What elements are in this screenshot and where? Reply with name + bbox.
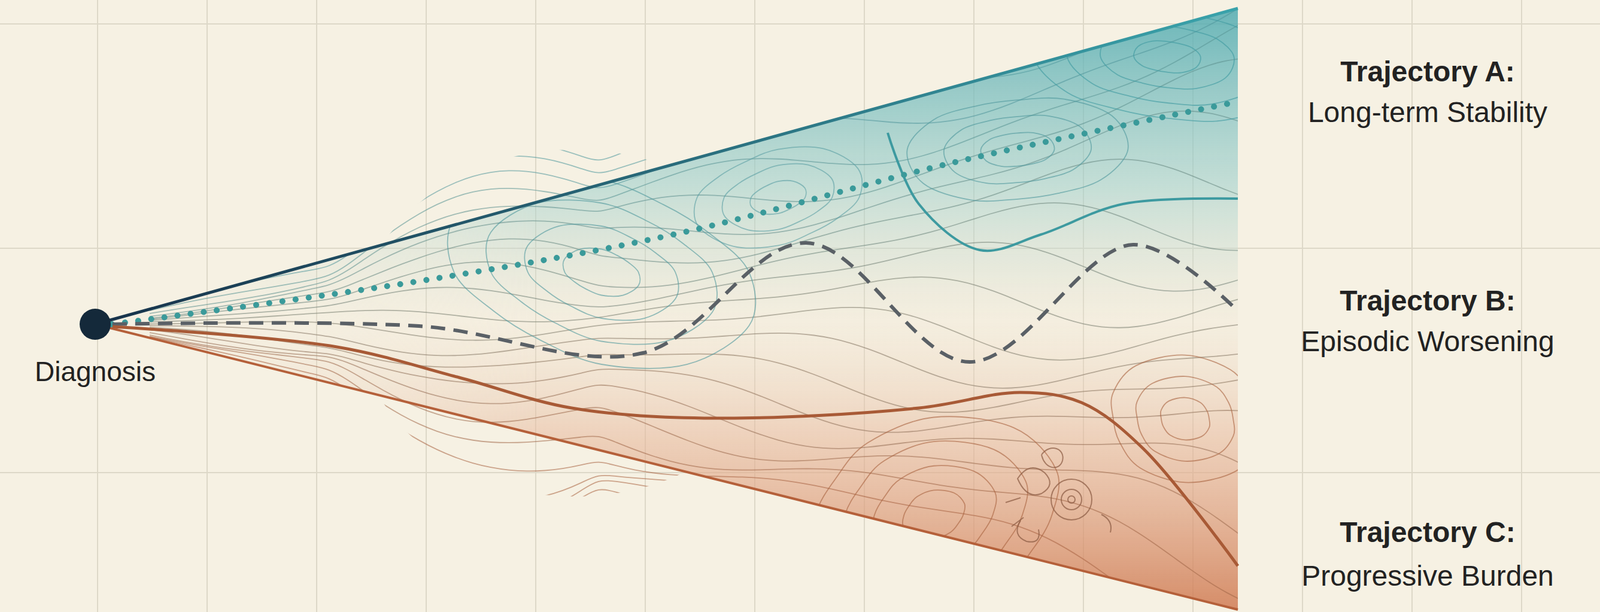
contour-line [149, 0, 1246, 303]
contour-line [149, 58, 1246, 314]
contour-line [149, 202, 1246, 320]
contour-line [149, 332, 1246, 466]
contour-line [149, 0, 1246, 305]
contour-line [149, 0, 1246, 308]
trajectory-description: Progressive Burden [1301, 559, 1554, 594]
contour-loops [447, 0, 1302, 612]
contour-line [149, 111, 1246, 318]
contour-line [149, 21, 1246, 311]
contour-loop [906, 98, 1129, 202]
trajectory-b-line [112, 243, 1238, 363]
cell-sketch [1005, 448, 1111, 543]
contour-loop [839, 441, 1028, 589]
trajectory-description: Long-term Stability [1307, 95, 1548, 130]
contour-line [149, 344, 1246, 612]
grid-line [1520, 0, 1523, 612]
contour-loop [1136, 376, 1235, 462]
contour-loop [1110, 354, 1259, 483]
contour-loop [943, 115, 1092, 185]
contour-loop [980, 132, 1055, 167]
contour-loop [524, 224, 679, 321]
contour-loop [486, 199, 718, 345]
contour-line [149, 346, 1246, 612]
trajectory-heading: Trajectory A: [1340, 54, 1516, 90]
trajectory-a-line [111, 101, 1238, 325]
contour-line [149, 0, 1246, 302]
contour-loop [563, 248, 641, 297]
start-dot [79, 308, 111, 340]
contour-loop [1033, 0, 1302, 122]
contour-loop [447, 175, 757, 369]
contour-loop [1100, 24, 1235, 90]
contour-lines [149, 0, 1246, 612]
contour-line [149, 327, 1246, 413]
contour-line [149, 159, 1246, 319]
trajectory-heading: Trajectory B: [1339, 283, 1516, 319]
contour-line [149, 242, 1246, 321]
start-dot [79, 308, 112, 341]
outcome-fan [95, 8, 1238, 610]
contour-loop [1160, 397, 1210, 440]
trajectory-description: Episodic Worsening [1300, 324, 1554, 360]
contour-loop [808, 416, 1059, 612]
trajectory-c-line [112, 326, 1238, 567]
contour-loop [902, 490, 966, 540]
trajectory-heading: Trajectory C: [1339, 515, 1516, 551]
contour-loop [694, 146, 863, 248]
contour-line [149, 336, 1246, 603]
grid-line [0, 23, 1600, 25]
lower-bound-line [95, 324, 1238, 610]
node-label: Diagnosis [34, 356, 156, 388]
upper-bound-line [95, 8, 1238, 325]
contour-loop [1133, 40, 1201, 74]
contour-loop [1066, 8, 1268, 106]
start-point: Diagnosis [34, 308, 156, 388]
grid-line [96, 0, 99, 612]
contour-line [149, 0, 1246, 306]
grid-line [1301, 0, 1304, 612]
contour-loop [870, 465, 997, 564]
highlight-contour [887, 132, 1238, 251]
